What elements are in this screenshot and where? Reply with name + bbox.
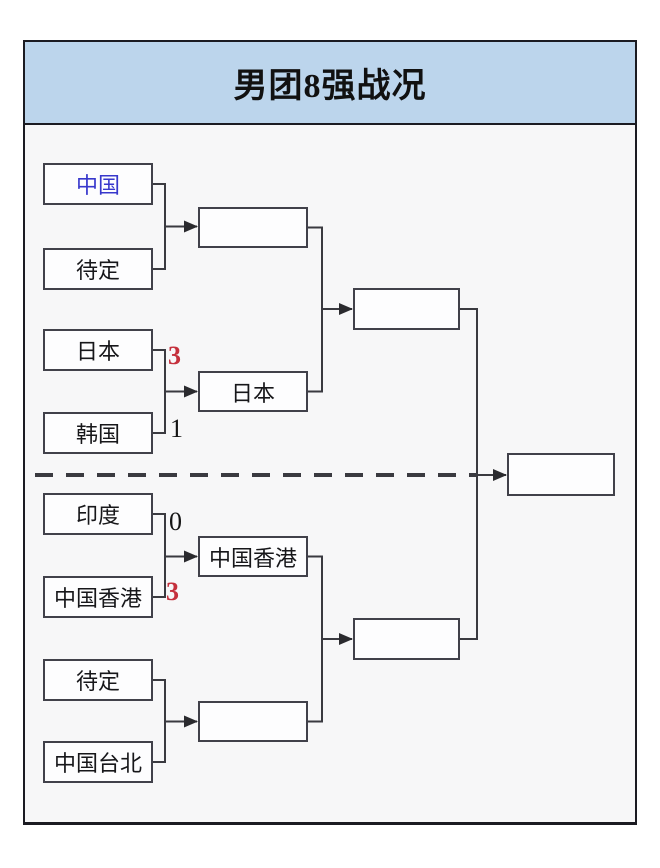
score-korea: 1 xyxy=(170,414,183,443)
team-box-korea: 韩国 xyxy=(43,412,153,454)
team-box-japan: 日本 xyxy=(43,329,153,371)
team-box-taipei: 中国台北 xyxy=(43,741,153,783)
qf4-winner-box xyxy=(198,701,308,742)
final-winner-box xyxy=(507,453,615,496)
score-india: 0 xyxy=(169,507,182,536)
team-box-india: 印度 xyxy=(43,493,153,535)
team-box-tbd-bottom: 待定 xyxy=(43,659,153,701)
score-hongkong: 3 xyxy=(166,577,179,606)
team-box-hongkong: 中国香港 xyxy=(43,576,153,618)
score-japan: 3 xyxy=(168,341,181,370)
page-title: 男团8强战况 xyxy=(233,68,427,105)
title-bar: 男团8强战况 xyxy=(25,42,635,125)
qf2-winner-box: 日本 xyxy=(198,371,308,412)
team-box-tbd-top: 待定 xyxy=(43,248,153,290)
sf-bottom-winner-box xyxy=(353,618,460,660)
qf1-winner-box xyxy=(198,207,308,248)
qf3-winner-box: 中国香港 xyxy=(198,536,308,577)
sf-top-winner-box xyxy=(353,288,460,330)
team-box-china: 中国 xyxy=(43,163,153,205)
